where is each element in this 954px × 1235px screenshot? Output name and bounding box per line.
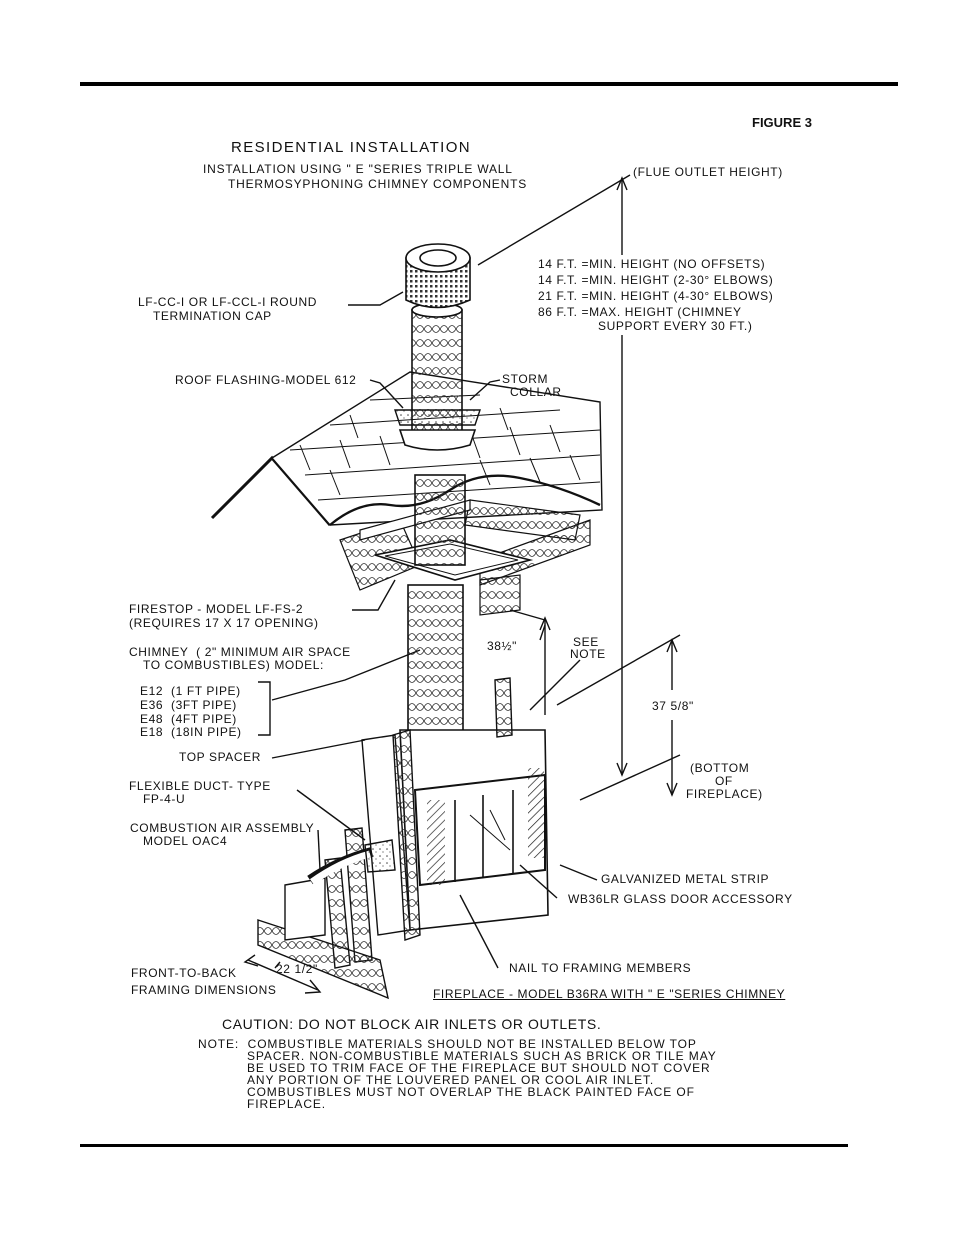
dimension-37-5-8: 37 5/8" (652, 699, 694, 713)
storm-collar-label-2: COLLAR (510, 385, 562, 399)
pipe-e36: E36 (3FT PIPE) (140, 698, 237, 712)
leader-lines (243, 174, 681, 994)
combustion-air-label-2: MODEL OAC4 (143, 834, 228, 848)
glass-door-label: WB36LR GLASS DOOR ACCESSORY (568, 892, 793, 906)
firestop-label-1: FIRESTOP - MODEL LF-FS-2 (129, 602, 304, 616)
wall-framing (257, 677, 513, 1000)
chimney-label-2: TO COMBUSTIBLES) MODEL: (143, 658, 324, 672)
figure-label: FIGURE 3 (752, 115, 812, 130)
top-rule (80, 82, 898, 86)
subtitle-line-2: THERMOSYPHONING CHIMNEY COMPONENTS (228, 177, 527, 191)
bottom-label-2: OF (715, 774, 733, 788)
bottom-label-1: (BOTTOM (690, 761, 750, 775)
storm-collar-label-1: STORM (502, 372, 549, 386)
flex-duct-label-2: FP-4-U (143, 792, 186, 806)
dimension-22-half: 22 1/2" (276, 962, 318, 976)
combustion-air-label-1: COMBUSTION AIR ASSEMBLY (130, 821, 315, 835)
height-line-1: 14 F.T. =MIN. HEIGHT (NO OFFSETS) (538, 257, 766, 271)
flue-outlet-label: (FLUE OUTLET HEIGHT) (633, 165, 783, 179)
firestop-label-2: (REQUIRES 17 X 17 OPENING) (129, 616, 319, 630)
note-line-3: BE USED TO TRIM FACE OF THE FIREPLACE BU… (247, 1061, 711, 1075)
fireplace-unit (399, 729, 549, 931)
caution-text: CAUTION: DO NOT BLOCK AIR INLETS OR OUTL… (222, 1016, 602, 1032)
bottom-label-3: FIREPLACE) (686, 787, 763, 801)
pipe-e48: E48 (4FT PIPE) (140, 712, 237, 726)
subtitle-line-1: INSTALLATION USING " E "SERIES TRIPLE WA… (203, 162, 513, 176)
pipe-e18: E18 (18IN PIPE) (140, 725, 242, 739)
front-to-back-label-1: FRONT-TO-BACK (131, 966, 237, 980)
front-to-back-label-2: FRAMING DIMENSIONS (131, 983, 277, 997)
top-spacer-label: TOP SPACER (179, 750, 262, 764)
dimension-38-half: 38½" (487, 639, 518, 653)
termination-cap-label-1: LF-CC-I OR LF-CCL-I ROUND (138, 295, 317, 309)
height-line-3: 21 F.T. =MIN. HEIGHT (4-30° ELBOWS) (538, 289, 774, 303)
termination-cap-label-2: TERMINATION CAP (153, 309, 272, 323)
height-line-4: 86 F.T. =MAX. HEIGHT (CHIMNEY (538, 305, 742, 319)
note-line-5: COMBUSTIBLES MUST NOT OVERLAP THE BLACK … (247, 1085, 695, 1099)
roof-flashing-label: ROOF FLASHING-MODEL 612 (175, 373, 357, 387)
chimney-label-1: CHIMNEY ( 2" MINIMUM AIR SPACE (129, 645, 351, 659)
flex-duct-label-1: FLEXIBLE DUCT- TYPE (129, 779, 271, 793)
combustion-air-assembly (284, 839, 396, 941)
note-line-2: SPACER. NON-COMBUSTIBLE MATERIALS SUCH A… (247, 1049, 717, 1063)
height-line-2: 14 F.T. =MIN. HEIGHT (2-30° ELBOWS) (538, 273, 774, 287)
note-line-1: NOTE: COMBUSTIBLE MATERIALS SHOULD NOT B… (198, 1037, 697, 1051)
model-caption: FIREPLACE - MODEL B36RA WITH " E "SERIES… (433, 987, 786, 1001)
see-note-label-1: SEE (573, 635, 599, 649)
see-note-label-2: NOTE (570, 647, 606, 661)
nail-framing-label: NAIL TO FRAMING MEMBERS (509, 961, 692, 975)
height-line-5: SUPPORT EVERY 30 FT.) (598, 319, 753, 333)
diagram-title: RESIDENTIAL INSTALLATION (231, 139, 472, 156)
pipe-e12: E12 (1 FT PIPE) (140, 684, 241, 698)
note-line-6: FIREPLACE. (247, 1097, 327, 1111)
storm-collar (394, 409, 481, 426)
note-line-4: ANY PORTION OF THE LOUVERED PANEL OR COO… (247, 1073, 655, 1087)
termination-cap (405, 243, 471, 309)
bottom-rule (80, 1144, 848, 1147)
galvanized-strip-label: GALVANIZED METAL STRIP (601, 872, 770, 886)
